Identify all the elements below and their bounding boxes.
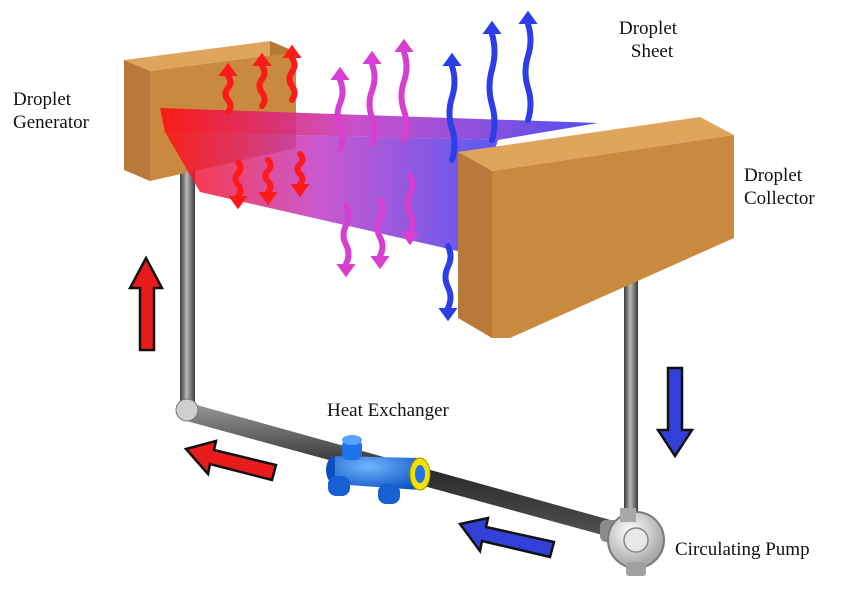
flow-arrow-up-red	[127, 255, 165, 352]
wavy-arrow-icon	[340, 203, 352, 267]
wavy-arrow-head-icon	[438, 308, 458, 322]
wavy-arrow-head-icon	[442, 52, 462, 66]
droplet-sheet-label: Droplet Sheet	[619, 18, 678, 62]
wavy-arrow-head-icon	[218, 62, 238, 76]
wavy-arrow-icon	[334, 77, 346, 153]
circulating-pump-icon	[600, 508, 665, 576]
right-return-pipe	[624, 278, 638, 514]
heat-radiation-up-arrows	[218, 10, 538, 163]
wavy-arrow-icon	[262, 157, 274, 195]
wavy-arrow-icon	[398, 49, 410, 143]
heat-exchanger	[326, 435, 431, 504]
wavy-arrow-icon	[374, 197, 386, 259]
wavy-arrow-head-icon	[400, 232, 420, 246]
wavy-arrow-icon	[486, 31, 498, 143]
wavy-arrow-head-icon	[362, 50, 382, 64]
wavy-arrow-icon	[404, 173, 416, 235]
wavy-arrow-icon	[294, 151, 306, 187]
wavy-arrow-icon	[256, 63, 268, 109]
wavy-arrow-head-icon	[336, 264, 356, 278]
droplet-collector-label: Droplet Collector	[744, 165, 815, 209]
wavy-arrow-icon	[366, 61, 378, 147]
wavy-arrow-head-icon	[282, 44, 302, 58]
wavy-arrow-icon	[232, 159, 244, 199]
wavy-arrow-head-icon	[228, 196, 248, 210]
heat-radiation-down-arrows	[228, 151, 458, 322]
wavy-arrow-head-icon	[518, 10, 538, 24]
wavy-arrow-head-icon	[370, 256, 390, 270]
wavy-arrow-head-icon	[290, 184, 310, 198]
wavy-arrow-icon	[222, 73, 234, 115]
heat-exchanger-label: Heat Exchanger	[327, 400, 449, 421]
droplet-generator-label: Droplet Generator	[13, 89, 89, 133]
wavy-arrow-icon	[446, 63, 458, 163]
wavy-arrow-head-icon	[330, 66, 350, 80]
wavy-arrow-head-icon	[394, 38, 414, 52]
wavy-arrow-head-icon	[482, 20, 502, 34]
circulating-pump-label: Circulating Pump	[675, 539, 810, 560]
wavy-arrow-icon	[286, 55, 298, 103]
droplet-collector-block	[458, 117, 734, 338]
wavy-arrow-icon	[442, 243, 454, 311]
flow-arrow-left-red	[183, 439, 278, 482]
flow-arrow-left-blue	[457, 516, 556, 559]
wavy-arrow-head-icon	[258, 192, 278, 206]
pipe-elbow	[175, 398, 199, 422]
wavy-arrow-icon	[522, 21, 534, 123]
wavy-arrow-head-icon	[252, 52, 272, 66]
flow-arrow-down-blue	[655, 366, 695, 459]
left-riser-pipe	[180, 160, 195, 408]
